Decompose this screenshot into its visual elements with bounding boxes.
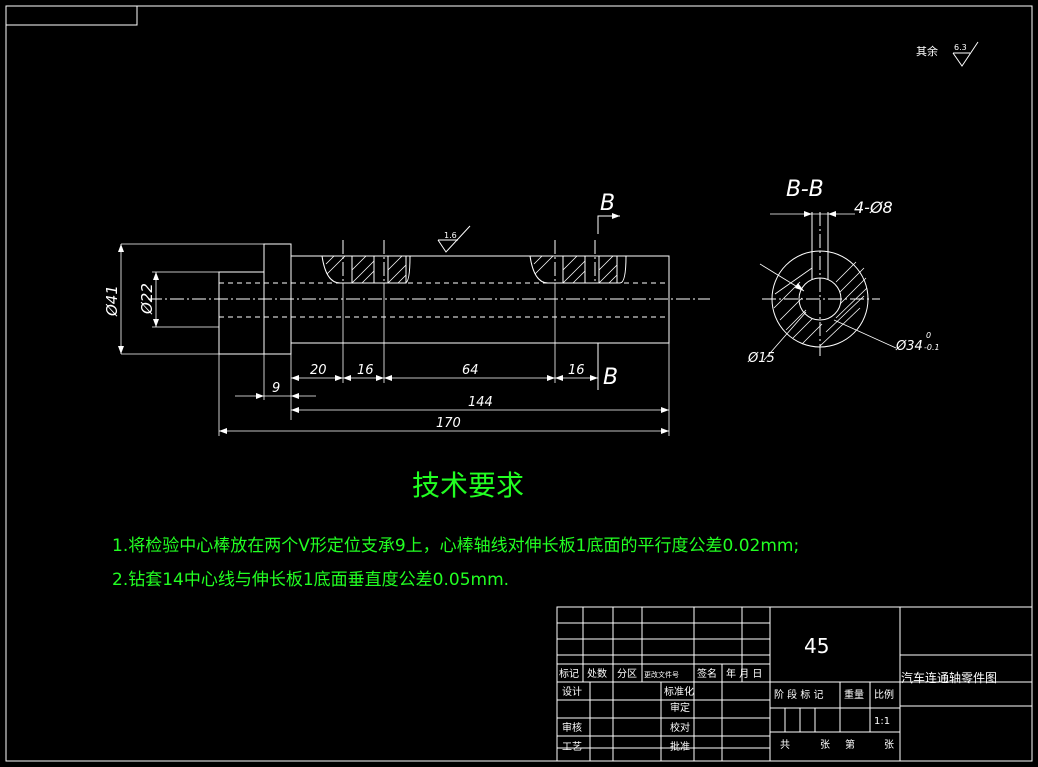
row-proc: 工艺	[562, 741, 582, 753]
scale-value: 1:1	[874, 716, 890, 727]
stage-label: 阶 段 标 记	[774, 688, 824, 701]
dim-20: 20	[310, 363, 327, 378]
row-approve1: 校对	[670, 721, 690, 734]
header-zone: 分区	[617, 668, 637, 680]
section-bb-view: B-B 4-Ø8 Ø15	[747, 177, 940, 366]
dim-64: 64	[462, 363, 479, 378]
corner-box	[5, 5, 138, 26]
dim-170: 170	[436, 416, 461, 431]
roughness-1-6-icon	[437, 225, 471, 253]
sheets-total: 共	[780, 739, 790, 751]
section-tol-upper: 0	[926, 331, 931, 340]
drawing-name: 汽车连通轴零件图	[901, 670, 997, 685]
row-approve2: 审定	[670, 701, 690, 714]
header-date: 年 月 日	[726, 667, 762, 680]
dim-144: 144	[468, 395, 493, 410]
section-cut-top	[597, 215, 620, 234]
weight-label: 重量	[844, 688, 864, 701]
dim-9: 9	[272, 381, 280, 396]
row-check: 审核	[562, 721, 582, 734]
roughness-symbol-icon	[952, 41, 979, 67]
row-std: 标准化	[664, 685, 694, 698]
dim-16a: 16	[357, 363, 374, 378]
section-title: B-B	[786, 177, 824, 202]
drawing-frame	[5, 5, 1033, 762]
tech-line-2: 2.钻套14中心线与伸长板1底面垂直度公差0.05mm.	[112, 570, 509, 590]
sheet-unit2: 张	[884, 739, 894, 751]
surface-roughness-note: 其余 6.3	[916, 41, 979, 67]
dim-16b: 16	[568, 363, 585, 378]
row-review: 批准	[670, 740, 690, 753]
material-value: 45	[804, 634, 829, 658]
section-mark-bottom: B	[603, 365, 618, 390]
header-count: 处数	[587, 667, 607, 680]
shaft-view: 1.6 B B Ø41 Ø22	[103, 191, 710, 436]
shaft-small-end	[218, 271, 265, 355]
section-mark-top: B	[600, 191, 615, 216]
scale-label: 比例	[874, 688, 894, 701]
tech-line-1: 1.将检验中心棒放在两个V形定位支承9上，心棒轴线对伸长板1底面的平行度公差0.…	[112, 536, 799, 556]
tech-requirements: 技术要求 1.将检验中心棒放在两个V形定位支承9上，心棒轴线对伸长板1底面的平行…	[112, 469, 799, 590]
section-inner-dim: Ø15	[747, 351, 775, 366]
roughness-value: 6.3	[954, 43, 967, 52]
header-marker: 标记	[559, 668, 579, 680]
row-design: 设计	[562, 685, 582, 698]
sheet-no: 第	[845, 738, 855, 751]
section-holes-dim: 4-Ø8	[854, 198, 893, 217]
section-outer-dim: Ø34	[895, 339, 923, 354]
roughness-label: 其余	[916, 44, 938, 58]
tech-title: 技术要求	[412, 469, 524, 502]
dim-outer-dia: Ø41	[103, 285, 121, 317]
sheets-unit: 张	[820, 739, 830, 751]
roughness-1-6-label: 1.6	[444, 231, 457, 240]
title-block: 45 汽车连通轴零件图 标记 处数 分区 更改文件号 签名 年 月 日 设计 标…	[556, 606, 1033, 762]
header-sign: 签名	[697, 667, 717, 680]
section-tol-lower: -0.1	[924, 343, 940, 352]
header-doc: 更改文件号	[644, 670, 679, 679]
shaft-body	[290, 255, 670, 344]
dim-inner-dia: Ø22	[138, 283, 156, 315]
